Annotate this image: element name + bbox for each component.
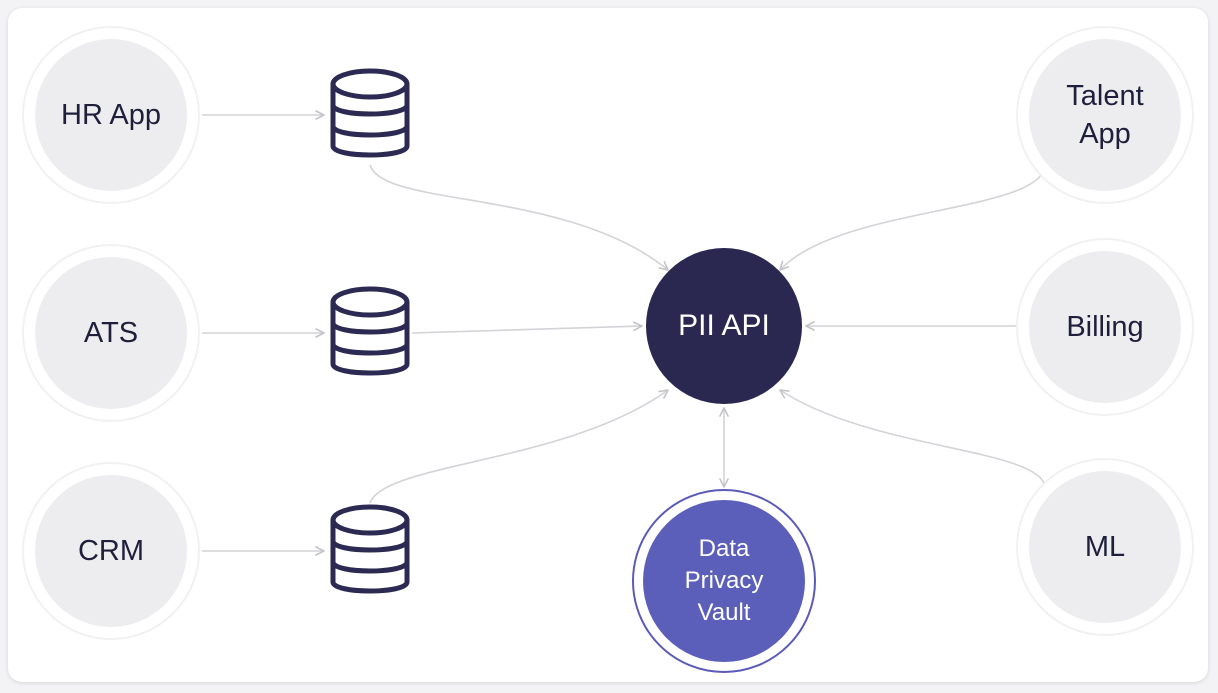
edge-db3-to-hub xyxy=(369,389,669,504)
source-ats: ATS xyxy=(22,244,200,422)
source-crm: CRM xyxy=(22,462,200,640)
source-ml-label: ML xyxy=(1029,471,1181,623)
talent-line-2: App xyxy=(1079,118,1131,150)
edge-layer xyxy=(202,110,1045,556)
diagram-canvas: HR App ATS CRM Talent App Billing ML xyxy=(8,8,1208,682)
database-icon xyxy=(330,504,410,594)
data-privacy-vault: Data Privacy Vault xyxy=(632,489,816,673)
vault-line-3: Vault xyxy=(697,599,751,626)
source-hr-app: HR App xyxy=(22,26,200,204)
edge-db1-to-hub xyxy=(369,164,669,271)
vault-line-1: Data xyxy=(698,535,750,562)
source-hr-app-label: HR App xyxy=(35,39,187,191)
vault-line-2: Privacy xyxy=(684,567,764,594)
talent-line-1: Talent xyxy=(1066,80,1144,112)
source-ats-label: ATS xyxy=(35,257,187,409)
source-ml: ML xyxy=(1016,458,1194,636)
edge-db2-to-hub xyxy=(411,321,643,334)
source-talent-app: Talent App xyxy=(1016,26,1194,204)
pii-api-hub: PII API xyxy=(646,248,802,404)
source-crm-label: CRM xyxy=(35,475,187,627)
database-icon xyxy=(330,286,410,376)
source-talent-app-label: Talent App xyxy=(1029,39,1181,191)
source-billing: Billing xyxy=(1016,238,1194,416)
pii-api-label: PII API xyxy=(678,309,770,342)
edge-talent-to-hub xyxy=(779,169,1045,271)
source-billing-label: Billing xyxy=(1029,251,1181,403)
database-icon xyxy=(330,68,410,158)
edge-ml-to-hub xyxy=(779,389,1045,484)
data-privacy-vault-inner: Data Privacy Vault xyxy=(643,500,805,662)
